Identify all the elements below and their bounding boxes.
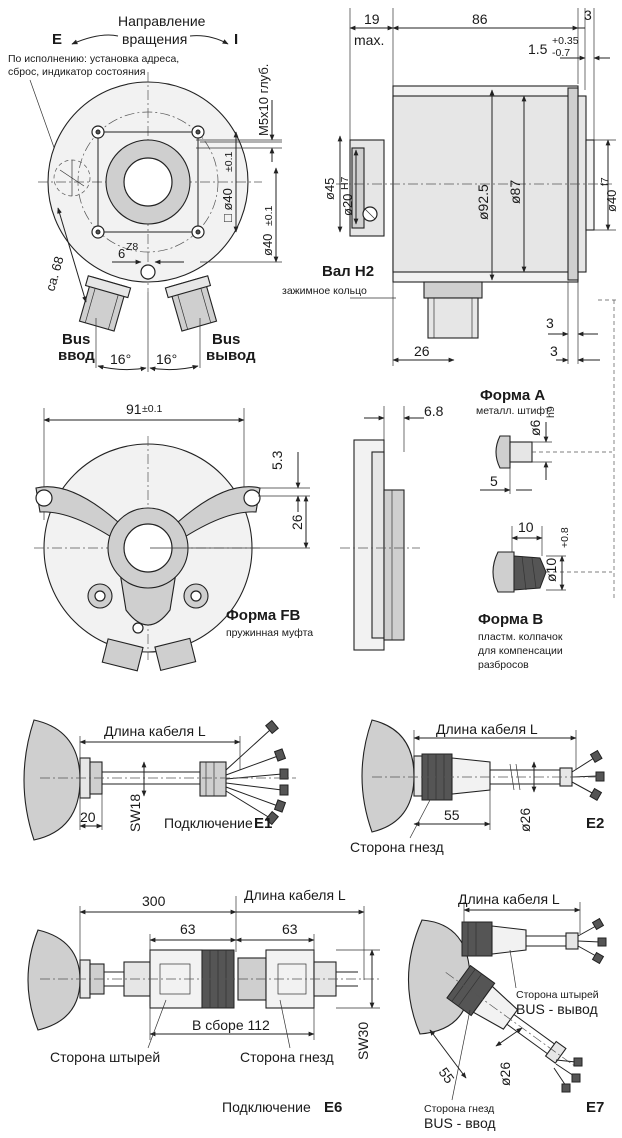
e1-dim-sw18: SW18: [127, 794, 143, 832]
dim-d40-f7-tol: f7: [599, 177, 611, 186]
e7-dim-d26: ø26: [497, 1062, 513, 1086]
e1-code: E1: [254, 815, 272, 832]
bus-in-line2: ввод: [58, 347, 95, 364]
dim-d40-circle: ø40: [260, 234, 275, 256]
dim-d40-square-tol: ±0.1: [223, 151, 235, 172]
side-view: 19 max. 86 3 1.5 +0.35 -0.7 ø45 ø20 H7 ø…: [282, 7, 619, 600]
direction-e-label: E: [52, 31, 62, 48]
note-line2: сброс, индикатор состояния: [8, 66, 145, 78]
note-line1: По исполнению: установка адреса,: [8, 53, 179, 65]
e7-dim-55: 55: [436, 1064, 458, 1086]
e6-dim-63-b: 63: [282, 921, 298, 937]
e6-assembly: В сборе 112: [192, 1017, 270, 1033]
dim-d6-tol: h9: [545, 406, 557, 418]
form-fb-view: 91 ±0.1 5.3 26 Форма FB пружинная муфта: [34, 401, 313, 672]
dim-26-fb: 26: [289, 514, 305, 530]
dim-91: 91: [126, 401, 142, 417]
dim-91-tol: ±0.1: [142, 403, 163, 415]
e2-socket-side: Сторона гнезд: [350, 839, 444, 855]
dim-d20-tol: H7: [339, 176, 351, 190]
form-b-sub1: пластм. колпачок: [478, 631, 563, 643]
angle-left: 16°: [110, 351, 131, 367]
e1-label: Подключение: [164, 815, 253, 831]
front-view: Направление вращения E I По исполнению: …: [8, 13, 282, 372]
dim-6-8: 6.8: [424, 403, 444, 419]
e7-bus-out: BUS - вывод: [516, 1001, 598, 1017]
dim-6: 6: [118, 246, 125, 261]
connection-e2: Длина кабеля L 55 ø26 E2 Сторона гнезд: [350, 719, 606, 855]
dim-ca68: ca. 68: [42, 255, 66, 293]
dim-10: 10: [518, 519, 534, 535]
e6-dim-63-a: 63: [180, 921, 196, 937]
dim-d87: ø87: [507, 180, 523, 204]
dim-5: 5: [490, 473, 498, 489]
shaft-subtitle: зажимное кольцо: [282, 285, 367, 297]
connection-e1: Длина кабеля L 20 SW18 Подключение E1: [23, 719, 296, 841]
e2-code: E2: [586, 815, 604, 832]
connection-e7: Длина кабеля L Сторона штырей BUS - выво…: [407, 891, 607, 1131]
e2-cable-length: Длина кабеля L: [436, 721, 538, 737]
e1-dim-20: 20: [80, 809, 96, 825]
form-fb-side-view: 6.8: [340, 403, 444, 651]
e6-socket-side: Сторона гнезд: [240, 1049, 334, 1065]
shaft-title: Вал H2: [322, 263, 374, 280]
dim-max: max.: [354, 32, 384, 48]
dim-86: 86: [472, 11, 488, 27]
dim-1-5-tol-up: +0.35: [552, 35, 579, 47]
e6-label: Подключение: [222, 1099, 311, 1115]
e2-dim-d26: ø26: [517, 808, 533, 832]
dim-d10: ø10: [543, 558, 559, 582]
e2-dim-55: 55: [444, 807, 460, 823]
angle-right: 16°: [156, 351, 177, 367]
e7-pin-side: Сторона штырей: [516, 989, 599, 1001]
dim-d40-square: □ ø40: [220, 188, 235, 222]
dim-1-5-tol-dn: -0.7: [552, 47, 570, 59]
form-b-view: 10 ø10 +0.8 Форма B пластм. колпачок для…: [478, 519, 612, 671]
e6-cable-length: Длина кабеля L: [244, 887, 346, 903]
dim-d20: ø20: [340, 194, 355, 216]
form-fb-title: Форма FB: [226, 607, 301, 624]
bus-in-line1: Bus: [62, 331, 90, 348]
direction-i-label: I: [234, 31, 238, 48]
form-a-title: Форма A: [480, 387, 545, 404]
dim-6-tol: Z8: [126, 241, 138, 253]
e7-socket-side: Сторона гнезд: [424, 1103, 494, 1115]
e6-code: E6: [324, 1099, 342, 1116]
dim-d6: ø6: [527, 419, 543, 436]
dim-3-b: 3: [550, 343, 558, 359]
dim-d10-tol: +0.8: [559, 527, 571, 548]
e6-dim-300: 300: [142, 893, 166, 909]
form-fb-subtitle: пружинная муфта: [226, 627, 313, 639]
dim-19: 19: [364, 11, 380, 27]
bus-out-line2: вывод: [206, 347, 256, 364]
dim-1-5: 1.5: [528, 41, 548, 57]
dim-5-3: 5.3: [269, 450, 285, 470]
connection-e6: 300 Длина кабеля L 63 63 В сборе 112 SW3…: [27, 887, 380, 1116]
e7-cable-length: Длина кабеля L: [458, 891, 560, 907]
e6-dim-sw30: SW30: [355, 1022, 371, 1060]
e7-bus-in: BUS - ввод: [424, 1115, 496, 1131]
dim-d40-f7: ø40: [604, 190, 619, 212]
form-a-subtitle: металл. штифт: [476, 405, 550, 417]
rotation-title-line2: вращения: [122, 31, 187, 47]
dim-3-a: 3: [546, 315, 554, 331]
e6-pin-side: Сторона штырей: [50, 1049, 160, 1065]
bus-out-line1: Bus: [212, 331, 240, 348]
dim-26: 26: [414, 343, 430, 359]
form-b-sub3: разбросов: [478, 659, 529, 671]
dim-d40-circle-tol: ±0.1: [263, 205, 275, 226]
form-b-title: Форма B: [478, 611, 543, 628]
dim-3-top: 3: [584, 7, 592, 23]
dim-d45: ø45: [322, 178, 337, 200]
e7-code: E7: [586, 1099, 604, 1116]
dim-m5: M5x10 глуб.: [256, 64, 271, 136]
dim-d92-5: ø92.5: [475, 184, 491, 220]
rotation-title-line1: Направление: [118, 13, 206, 29]
e1-cable-length: Длина кабеля L: [104, 723, 206, 739]
form-b-sub2: для компенсации: [478, 645, 563, 657]
form-a-view: Форма A металл. штифт ø6 h9 5: [476, 387, 612, 494]
